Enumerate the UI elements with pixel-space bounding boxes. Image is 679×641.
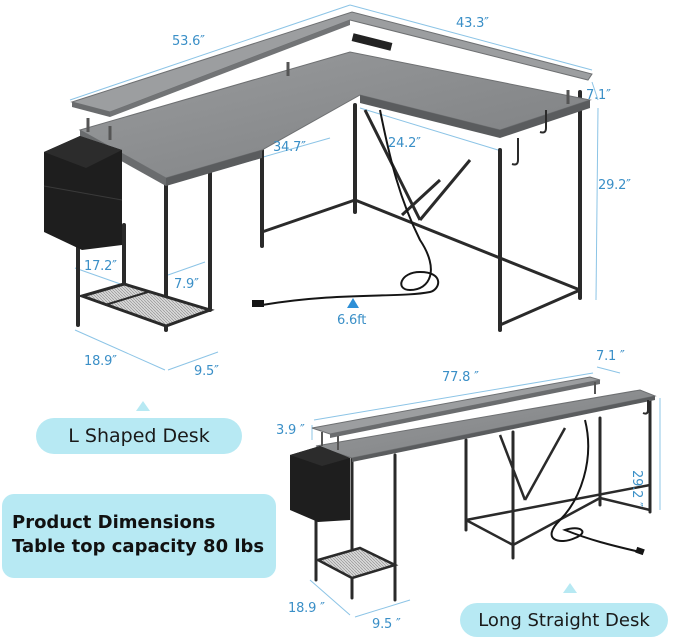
l-shaped-desk-illustration (43, 4, 599, 371)
dim-cord-length: 6.6ft (337, 313, 367, 328)
dim-straight-height: 29.2 ″ (629, 470, 644, 507)
l-shaped-desk-label: L Shaped Desk (36, 418, 242, 454)
dim-long-side-depth: 34.7″ (273, 140, 306, 155)
pointer-triangle-icon (563, 583, 577, 593)
info-title: Product Dimensions (12, 512, 216, 533)
dim-straight-shelf-height: 3.9 ″ (276, 423, 305, 438)
pointer-triangle-icon (136, 401, 150, 411)
dim-straight-length: 77.8 ″ (442, 370, 479, 385)
dim-straight-shelf-depth: 7.1 ″ (596, 349, 625, 364)
dim-long-side-width: 53.6″ (172, 34, 205, 49)
long-straight-desk-label-text: Long Straight Desk (478, 609, 650, 631)
dim-shelf-width: 9.5″ (194, 364, 219, 379)
l-shaped-desk-label-text: L Shaped Desk (68, 425, 210, 447)
straight-desk-illustration (290, 366, 661, 618)
cord-indicator-icon (347, 298, 359, 308)
dim-monitor-shelf-depth: 7.1″ (586, 88, 611, 103)
info-capacity: Table top capacity 80 lbs (12, 536, 265, 557)
dim-straight-bottom-depth: 18.9 ″ (288, 601, 325, 616)
product-dimensions-box: Product Dimensions Table top capacity 80… (2, 494, 276, 578)
dim-shelf-height: 17.2″ (84, 259, 117, 274)
dim-shelf-inner-width: 7.9″ (174, 277, 199, 292)
long-straight-desk-label: Long Straight Desk (460, 603, 668, 637)
dim-straight-bottom-width: 9.5 ″ (372, 617, 401, 632)
dim-shelf-depth: 18.9″ (84, 354, 117, 369)
dim-height: 29.2″ (598, 178, 631, 193)
dim-short-side-depth: 24.2″ (388, 136, 421, 151)
dim-short-side-width: 43.3″ (456, 16, 489, 31)
